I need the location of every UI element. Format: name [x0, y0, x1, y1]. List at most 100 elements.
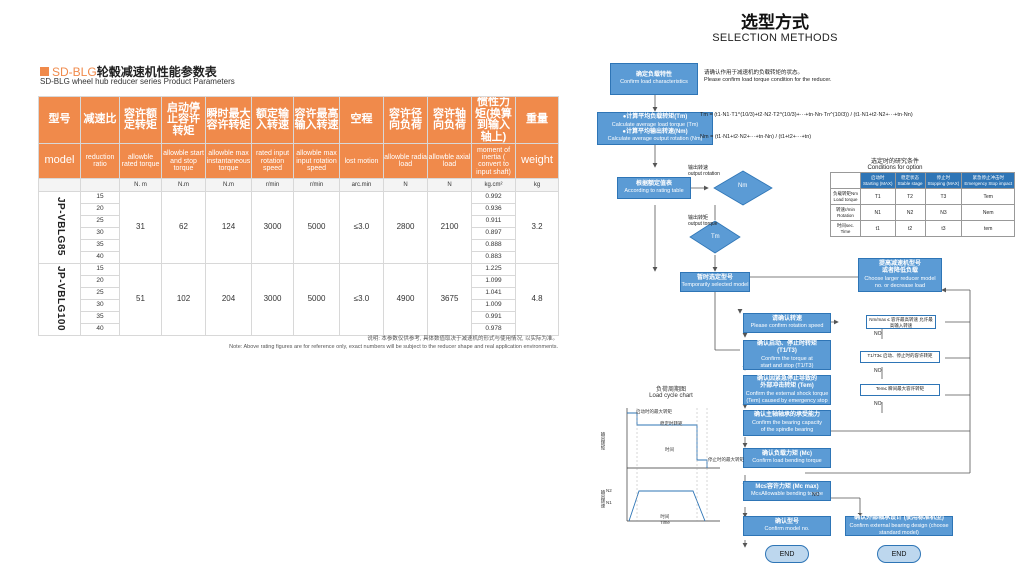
- end-terminal-1: END: [765, 545, 809, 563]
- note-en: Note: Above rating figures are for refer…: [229, 344, 558, 350]
- lc-label-time: 时间: [665, 447, 674, 452]
- rated_speed-cell: 3000: [251, 191, 294, 265]
- diamond-label-nm: Nm: [738, 183, 748, 189]
- title-text: 轮毂减速机性能参数表: [96, 65, 217, 79]
- box-allowable-bending: Mc≤容许力矩 (Mc max)Mc≤Allowable bending tor…: [743, 481, 831, 501]
- weight-cell: 3.2: [515, 191, 559, 265]
- ratio-cell: 25: [80, 215, 120, 229]
- no-label-4: NO: [812, 492, 820, 498]
- check-speed: Nm/max ≤ 容许最高转速 允许最高输入转速: [866, 315, 936, 329]
- header-cn-10: 惯性力矩(换算到输入轴上): [471, 95, 516, 145]
- cond-cell: N1: [860, 204, 896, 221]
- inertia-cell: 0.936: [471, 203, 516, 217]
- lc-axis-torque: 输出转矩: [601, 432, 606, 450]
- ratio-cell: 40: [80, 251, 120, 265]
- header-cn-4: 瞬时最大容许转矩: [205, 95, 252, 145]
- axial-cell: 3675: [427, 263, 472, 337]
- formula-tm: Tm = (t1·N1·T1^(10/3)+t2·N2·T2^(10/3)+··…: [700, 112, 913, 118]
- cond-cell: N2: [894, 204, 926, 221]
- ratio-cell: 30: [80, 227, 120, 241]
- header-en-2: allowble rated torque: [119, 143, 162, 180]
- unit-cell-11: kg: [515, 178, 559, 193]
- inertia-cell: 0.991: [471, 311, 516, 325]
- inertia-cell: 0.888: [471, 239, 516, 253]
- header-en-7: lost motion: [339, 143, 384, 180]
- load-cycle-chart: [626, 408, 720, 522]
- unit-cell-10: kg.cm²: [471, 178, 516, 193]
- note-cn: 说明: 本参数仅供参考, 具体数值取决于减速机的形式与使用情况, 以实际为准。: [367, 336, 558, 342]
- inertia-cell: 0.897: [471, 227, 516, 241]
- header-cn-0: 型号: [38, 95, 81, 145]
- cond-cell: t1: [860, 220, 896, 237]
- unit-cell-2: N. m: [119, 178, 162, 193]
- no-label-1: NO: [874, 331, 882, 337]
- max_speed-cell: 5000: [293, 263, 340, 337]
- header-en-3: allowble start and stop torque: [161, 143, 206, 180]
- box-load-bending: 确认负载力矩 (Mc)Confirm load bending torque: [743, 448, 831, 468]
- decision-diamond-tm: [689, 220, 741, 254]
- header-en-11: weight: [515, 143, 559, 180]
- unit-cell-0: [38, 178, 81, 193]
- cond-cell: tem: [961, 220, 1016, 237]
- inertia-cell: 1.099: [471, 275, 516, 289]
- inertia-cell: 0.911: [471, 215, 516, 229]
- startstop-cell: 62: [161, 191, 206, 265]
- inertia-cell: 0.992: [471, 191, 516, 205]
- cond-cell: Tem: [961, 188, 1016, 205]
- model-cell: JP-VBLG85: [38, 191, 81, 265]
- cond-head-3: 停止时 Stopping (MAX): [924, 172, 963, 189]
- unit-cell-7: arc.min: [339, 178, 384, 193]
- title-marker-icon: [40, 67, 49, 76]
- cond-cell: t2: [894, 220, 926, 237]
- unit-cell-9: N: [427, 178, 472, 193]
- header-cn-6: 容许最高输入转速: [293, 95, 340, 145]
- cond-cell: T2: [894, 188, 926, 205]
- cond-cell: 时间sec. Time: [830, 220, 861, 237]
- inertia-cell: 1.009: [471, 299, 516, 313]
- radial-cell: 2800: [383, 191, 428, 265]
- cond-cell: Nem: [961, 204, 1016, 221]
- ratio-cell: 35: [80, 239, 120, 253]
- model-cell: JP-VBLG100: [38, 263, 81, 337]
- unit-cell-4: N.m: [205, 178, 252, 193]
- rated-cell: 31: [119, 191, 162, 265]
- lc-label-t3: 停止时的最大转矩: [708, 457, 744, 462]
- header-en-6: allowble max input rotation speed: [293, 143, 340, 180]
- box-external-bearing: 确认外部轴承设计 (使用标准机型)Confirm external bearin…: [845, 515, 953, 536]
- startstop-cell: 102: [161, 263, 206, 337]
- axial-cell: 2100: [427, 191, 472, 265]
- model-name: JP-VBLG100: [54, 265, 66, 331]
- title-prefix: SD-BLG: [52, 65, 97, 79]
- cond-head-4: 紧急停止冲击时 Emergency Stop impact: [961, 172, 1016, 189]
- no-label-2: NO: [874, 368, 882, 374]
- table-subtitle: SD-BLG wheel hub reducer series Product …: [40, 77, 235, 86]
- inertia-cell: 0.978: [471, 323, 516, 337]
- cond-head-2: 稳定状态 Stable stage: [894, 172, 926, 189]
- lc-axis-speed: 输出转速: [601, 490, 606, 508]
- flowchart-connectors: [652, 95, 971, 548]
- note-load-condition: 请确认作用于减速机的负载转矩的状态。Please confirm load to…: [704, 70, 832, 84]
- header-en-1: reduction ratio: [80, 143, 120, 180]
- header-en-0: model: [38, 143, 81, 180]
- header-cn-5: 额定输入转速: [251, 95, 294, 145]
- cond-cell: T3: [924, 188, 963, 205]
- header-en-5: rated input rotation speed: [251, 143, 294, 180]
